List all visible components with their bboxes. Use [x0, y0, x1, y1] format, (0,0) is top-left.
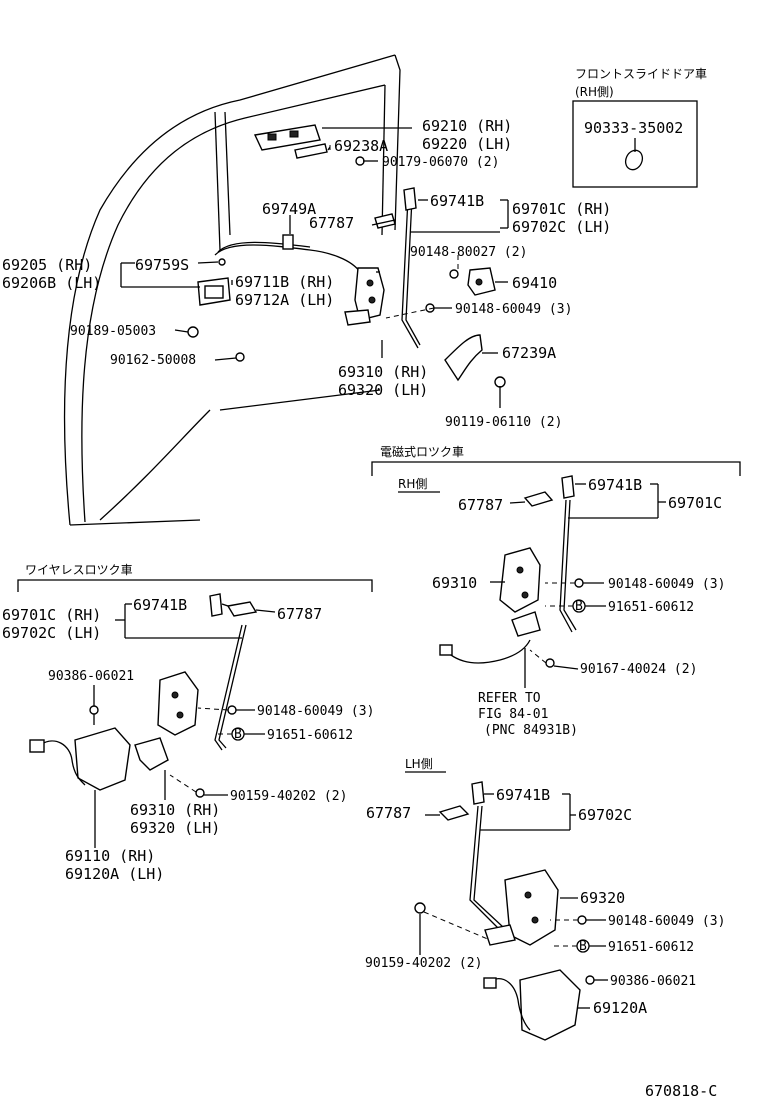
striker-plate-67239A [444, 334, 483, 382]
part-label-67787-wl: 67787 [277, 605, 322, 623]
refer-line-2: FIG 84-01 [478, 707, 548, 722]
part-label-90148-80027: 90148-80027 (2) [410, 245, 527, 260]
part-label-91651-wl: 91651-60612 [267, 728, 353, 743]
part-label-69320-em-lh: 69320 [580, 889, 625, 907]
part-label-69120A-em-lh: 69120A [593, 999, 647, 1017]
part-label-69310-main: 69310 (RH) [338, 363, 428, 381]
part-label-69110-wl: 69110 (RH) [65, 847, 155, 865]
part-label-69205: 69205 (RH) [2, 256, 92, 274]
part-label-69702C-main: 69702C (LH) [512, 218, 611, 236]
front-slide-note: フロントスライドドア車 [575, 67, 707, 81]
figure-code: 670818-C [645, 1082, 717, 1100]
front-slide-side: (RH側) [575, 85, 614, 99]
door-lock-main [344, 267, 385, 326]
outside-handle [253, 124, 365, 166]
part-label-69320-wl: 69320 (LH) [130, 819, 220, 837]
rod-pad-main [374, 213, 396, 229]
part-label-69320-main: 69320 (LH) [338, 381, 428, 399]
part-label-69741B-main: 69741B [430, 192, 484, 210]
part-label-67787-em-lh: 67787 [366, 804, 411, 822]
part-label-69702C-wl: 69702C (LH) [2, 624, 101, 642]
door-outline [63, 54, 401, 526]
lock-cable [214, 234, 363, 276]
part-label-90179: 90179-06070 (2) [382, 155, 499, 170]
part-label-69701C-em: 69701C [668, 494, 722, 512]
electromagnetic-section: 電磁式ロツク車 RH側 B 67787 69741B 69701 [365, 444, 741, 1041]
part-label-90148-em-lh: 90148-60049 (3) [608, 914, 725, 929]
part-label-69759S: 69759S [135, 256, 189, 274]
part-label-69741B-wl: 69741B [133, 596, 187, 614]
part-label-90162: 90162-50008 [110, 353, 196, 368]
leaders-main [120, 127, 509, 411]
part-label-69712A: 69712A (LH) [235, 291, 334, 309]
part-label-69701C-wl: 69701C (RH) [2, 606, 101, 624]
part-label-91651-em-lh: 91651-60612 [608, 940, 694, 955]
part-label-69206B: 69206B (LH) [2, 274, 101, 292]
part-label-67239A: 67239A [502, 344, 556, 362]
striker-69410 [467, 267, 496, 296]
part-label-69702C-em-lh: 69702C [578, 806, 632, 824]
electromagnetic-lh-side: LH側 [405, 757, 433, 771]
wireless-heading: ワイヤレスロツク車 [25, 563, 133, 577]
front-slide-door-box: フロントスライドドア車 (RH側) 90333-35002 [572, 67, 707, 188]
part-label-90119: 90119-06110 (2) [445, 415, 562, 430]
part-label-69120A-wl: 69120A (LH) [65, 865, 164, 883]
part-label-90189: 90189-05003 [70, 324, 156, 339]
part-label-69410: 69410 [512, 274, 557, 292]
part-label-69741B-em-lh: 69741B [496, 786, 550, 804]
b-marker-em-lh: B [579, 939, 587, 954]
refer-line-3: (PNC 84931B) [484, 723, 578, 738]
part-label-90386-em-lh: 90386-06021 [610, 974, 696, 989]
part-label-67787-main: 67787 [309, 214, 354, 232]
part-label-90333-35002: 90333-35002 [584, 119, 683, 137]
b-marker-em: B [575, 599, 583, 614]
part-label-69220: 69220 (LH) [422, 135, 512, 153]
part-label-69238A: 69238A [334, 137, 388, 155]
part-label-90159-em-lh: 90159-40202 (2) [365, 956, 482, 971]
part-label-69741B-em: 69741B [588, 476, 642, 494]
part-label-69711B: 69711B (RH) [235, 273, 334, 291]
refer-line-1: REFER TO [478, 691, 541, 706]
part-label-69749A: 69749A [262, 200, 316, 218]
part-label-90386-wl: 90386-06021 [48, 669, 134, 684]
part-label-69701C-main: 69701C (RH) [512, 200, 611, 218]
b-marker-wl: B [234, 727, 242, 742]
lock-rod [401, 187, 421, 349]
part-label-90148-em: 90148-60049 (3) [608, 577, 725, 592]
electromagnetic-heading: 電磁式ロツク車 [380, 444, 464, 459]
part-label-67787-em: 67787 [458, 496, 503, 514]
part-label-90148-wl: 90148-60049 (3) [257, 704, 374, 719]
part-label-90159-wl: 90159-40202 (2) [230, 789, 347, 804]
part-label-69310-em: 69310 [432, 574, 477, 592]
inside-handle [197, 258, 231, 306]
part-label-90167: 90167-40024 (2) [580, 662, 697, 677]
wireless-section: ワイヤレスロツク車 B 69701C (RH) 6 [2, 563, 374, 883]
electromagnetic-rh-side: RH側 [398, 477, 427, 491]
part-label-90148-60049-main: 90148-60049 (3) [455, 302, 572, 317]
part-label-69310-wl: 69310 (RH) [130, 801, 220, 819]
part-label-91651-em: 91651-60612 [608, 600, 694, 615]
part-label-69210: 69210 (RH) [422, 117, 512, 135]
